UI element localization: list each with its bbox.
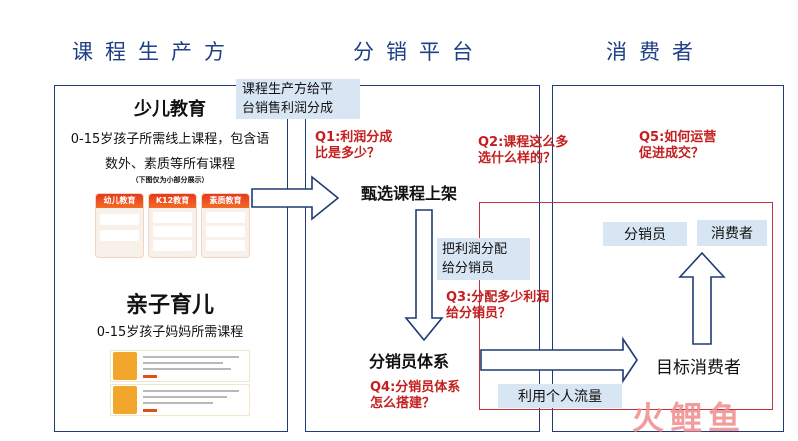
text-line-placeholder bbox=[143, 396, 227, 398]
consumer-column-heading: 消费者 bbox=[606, 40, 705, 64]
kids-sample-note: （下图仅为小部分展示） bbox=[131, 176, 209, 184]
distribute-profit-note-line1: 把利润分配 bbox=[442, 242, 508, 257]
parenting-course-thumbnail bbox=[110, 384, 250, 416]
course-logo-image bbox=[153, 240, 192, 251]
quality-category-card: 素质教育 bbox=[201, 193, 250, 258]
consumer-box: 消费者 bbox=[697, 220, 767, 246]
distribute-profit-note: 把利润分配 给分销员 bbox=[437, 238, 530, 280]
arrow-target-to-distributor bbox=[678, 251, 726, 345]
course-logo-image bbox=[206, 212, 245, 223]
target-consumer-frame bbox=[479, 202, 773, 410]
question-q2: Q2:课程这么多 选什么样的？ bbox=[478, 135, 568, 167]
question-q4: Q4:分销员体系 怎么搭建？ bbox=[370, 380, 460, 412]
arrow-system-to-target bbox=[480, 336, 638, 384]
watermark-logo: 火鲤鱼 bbox=[632, 399, 747, 437]
parenting-description: 0-15岁孩子妈妈所需课程 bbox=[96, 325, 244, 340]
card-label: 素质教育 bbox=[202, 194, 249, 208]
course-logo-image bbox=[153, 212, 192, 223]
profit-share-note-line1: 课程生产方给平 bbox=[242, 82, 334, 97]
text-line-placeholder bbox=[143, 362, 223, 364]
question-q3-line2: 给分销员？ bbox=[446, 306, 512, 321]
text-line-placeholder bbox=[143, 356, 239, 358]
course-logo-image bbox=[100, 214, 139, 225]
question-q4-line1: Q4:分销员体系 bbox=[370, 380, 461, 395]
question-q1-line1: Q1:利润分成 bbox=[315, 130, 393, 145]
card-label: K12教育 bbox=[149, 194, 196, 208]
kids-description-line2: 数外、素质等所有课程 bbox=[104, 157, 235, 172]
target-consumer-step: 目标消费者 bbox=[656, 358, 741, 378]
distributor-system-step: 分销员体系 bbox=[369, 352, 450, 371]
parenting-course-thumbnail bbox=[110, 350, 250, 382]
platform-panel bbox=[305, 85, 540, 432]
question-q3-line1: Q3:分配多少利润 bbox=[446, 290, 550, 305]
text-line-placeholder bbox=[143, 368, 231, 370]
profit-share-note-line2: 台销售利润分成 bbox=[242, 101, 334, 116]
distribute-profit-note-line2: 给分销员 bbox=[442, 261, 495, 276]
course-cover-photo bbox=[113, 352, 137, 380]
k12-category-card: K12教育 bbox=[148, 193, 197, 258]
parenting-title: 亲子育儿 bbox=[125, 293, 214, 318]
select-courses-step: 甄选课程上架 bbox=[361, 184, 458, 203]
question-q2-line2: 选什么样的？ bbox=[478, 151, 557, 166]
card-label: 幼儿教育 bbox=[96, 194, 143, 208]
question-q5-line2: 促进成交？ bbox=[639, 146, 705, 161]
course-logo-image bbox=[206, 240, 245, 251]
profit-share-note: 课程生产方给平 台销售利润分成 bbox=[236, 79, 360, 119]
price-tag bbox=[143, 375, 157, 378]
course-logo-image bbox=[153, 226, 192, 237]
question-q2-line1: Q2:课程这么多 bbox=[478, 135, 569, 150]
question-q1-line2: 比是多少？ bbox=[315, 146, 381, 161]
distributor-box: 分销员 bbox=[603, 222, 687, 246]
producer-column-heading: 课程生产方 bbox=[72, 40, 237, 64]
course-cover-photo bbox=[113, 386, 137, 414]
text-line-placeholder bbox=[143, 390, 239, 392]
course-logo-image bbox=[206, 226, 245, 237]
kids-description-line1: 0-15岁孩子所需线上课程，包含语 bbox=[70, 132, 270, 147]
producer-panel bbox=[54, 85, 288, 432]
kids-category-card: 幼儿教育 bbox=[95, 193, 144, 258]
platform-column-heading: 分销平台 bbox=[353, 40, 485, 64]
arrow-select-to-system bbox=[404, 209, 444, 342]
text-line-placeholder bbox=[143, 402, 213, 404]
course-logo-image bbox=[100, 230, 139, 241]
arrow-producer-to-platform bbox=[251, 175, 340, 221]
question-q4-line2: 怎么搭建？ bbox=[370, 396, 436, 411]
question-q1: Q1:利润分成 比是多少？ bbox=[315, 130, 392, 162]
question-q5-line1: Q5:如何运营 bbox=[639, 130, 717, 145]
question-q5: Q5:如何运营 促进成交？ bbox=[639, 130, 716, 162]
question-q3: Q3:分配多少利润 给分销员？ bbox=[446, 290, 549, 322]
price-tag bbox=[143, 409, 157, 412]
personal-traffic-note: 利用个人流量 bbox=[498, 384, 622, 408]
consumer-panel bbox=[552, 85, 784, 432]
kids-education-title: 少儿教育 bbox=[134, 99, 206, 120]
